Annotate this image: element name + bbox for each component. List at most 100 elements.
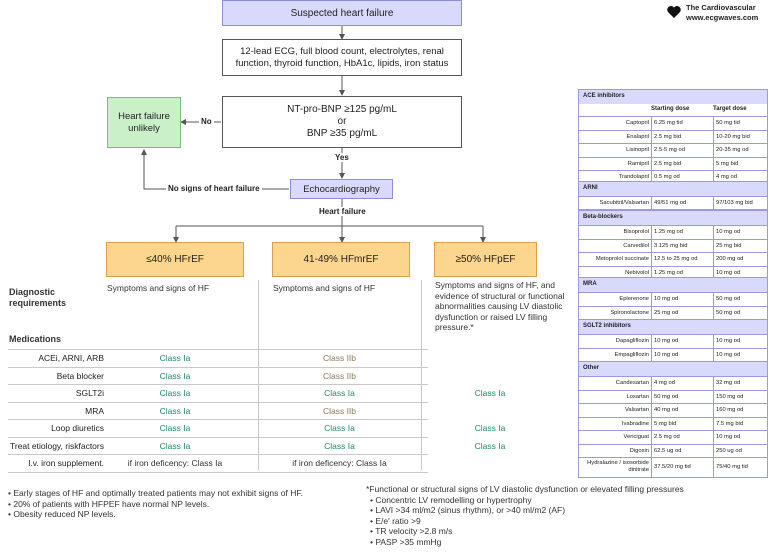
drug-group-title: SGLT2 inhibitors <box>579 320 767 334</box>
recommendation-hfmref: Class IIb <box>322 405 357 416</box>
footnote-item: LAVI >34 ml/m2 (sinus rhythm), or >40 ml… <box>370 505 766 516</box>
diagnostic-requirements-heading: Diagnostic requirements <box>9 287 67 308</box>
recommendation-hfmref: Class Ia <box>324 423 355 433</box>
hfpef-requirement: Symptoms and signs of HF, and evidence o… <box>435 280 565 332</box>
recommendation-hfref: if iron deficency: Class Ia <box>127 458 223 468</box>
drug-name: Digoxin <box>629 447 649 454</box>
hfmref-label: 41-49% HFmrEF <box>303 254 379 265</box>
recommendation-hfpef: Class Ia <box>474 388 506 398</box>
footnote-item: Concentric LV remodelling or hypertrophy <box>370 495 766 506</box>
suspected-hf-label: Suspected heart failure <box>290 7 394 19</box>
drug-name: Empagliflozin <box>614 351 649 358</box>
hfref-label: ≤40% HFrEF <box>146 254 204 265</box>
target-dose: 10 mg od <box>713 431 768 444</box>
drug-name: Lisinopril <box>626 147 649 153</box>
target-dose: 50 mg tid <box>713 117 768 130</box>
initial-tests-node: 12-lead ECG, full blood count, electroly… <box>222 39 462 76</box>
recommendation-hfref: Class Ia <box>159 405 191 416</box>
medication-row: SGLT2i Class Ia Class Ia Class Ia <box>8 384 505 402</box>
recommendation-hfref: Class Ia <box>159 388 191 398</box>
brand-name: The Cardiovascular <box>686 3 756 12</box>
recommendation-hfmref: if iron deficency: Class Ia <box>292 458 387 468</box>
footnote-item: TR velocity >2.8 m/s <box>370 526 766 537</box>
recommendation-hfmref: Class IIb <box>322 353 357 363</box>
starting-dose: 10 mg od <box>651 293 713 306</box>
hfmref-requirement: Symptoms and signs of HF <box>273 283 376 293</box>
hfref-requirement: Symptoms and signs of HF <box>107 283 210 293</box>
drug-group-title: Beta-blockers <box>579 211 767 225</box>
drug-group-title: MRA <box>579 278 767 292</box>
medication-name: ACEi, ARNI, ARB <box>38 353 104 363</box>
drug-group-title: ACE inhibitors <box>579 90 767 104</box>
target-dose: 10-20 mg bid <box>713 130 768 143</box>
drug-name: Valsartan <box>624 407 649 413</box>
starting-dose-header: Starting dose <box>651 106 690 112</box>
target-dose: 32 mg od <box>713 377 768 390</box>
starting-dose: 25 mg od <box>651 306 713 319</box>
starting-dose: 40 mg od <box>651 404 713 417</box>
medication-name: Treat etiology, riskfactors <box>9 440 104 451</box>
medication-name: Loop diuretics <box>51 423 104 433</box>
drug-name: Eplerenone <box>619 296 649 302</box>
starting-dose: 2.5-5 mg od <box>651 144 713 157</box>
starting-dose: 0.5 mg od <box>651 171 713 184</box>
edge-label-heart-failure: Heart failure <box>317 207 368 216</box>
recommendation-hfref: Class Ia <box>159 423 191 433</box>
footer-notes-right: *Functional or structural signs of LV di… <box>366 484 766 547</box>
starting-dose: 4 mg od <box>651 377 713 390</box>
echocardiography-label: Echocardiography <box>303 183 380 195</box>
target-dose: 160 mg od <box>713 404 768 417</box>
recommendation-hfpef <box>420 455 560 472</box>
recommendation-hfmref: Class Ia <box>324 388 355 398</box>
drug-name: Enalapril <box>626 133 649 140</box>
heart-icon <box>667 6 681 18</box>
recommendation-hfmref: Class IIb <box>322 370 357 381</box>
footer-notes-left: Early stages of HF and optimally treated… <box>8 488 363 520</box>
footnote-item: PASP >35 mmHg <box>370 537 766 548</box>
footer-note: Obesity reduced NP levels. <box>8 509 363 520</box>
recommendation-hfpef <box>420 403 560 420</box>
medication-name: MRA <box>85 405 104 416</box>
brand-url: www.ecgwaves.com <box>686 13 759 22</box>
echocardiography-node: Echocardiography <box>290 179 393 199</box>
hfpef-node: ≥50% HFpEF <box>434 242 537 277</box>
medication-row: MRA Class Ia Class IIb <box>8 401 428 420</box>
starting-dose: 3.125 mg bid <box>651 239 713 252</box>
target-dose: 10 mg od <box>713 335 768 348</box>
medication-name: SGLT2i <box>75 388 104 398</box>
drug-name: Metoprolol succinate <box>595 256 649 262</box>
recommendation-hfpef: Class Ia <box>474 423 506 433</box>
recommendation-hfref: Class Ia <box>159 370 191 381</box>
drug-name: Ivabradine <box>621 420 649 427</box>
initial-tests-label: 12-lead ECG, full blood count, electroly… <box>235 45 449 69</box>
medication-name: I.v. iron supplement. <box>28 458 104 468</box>
edge-label-yes: Yes <box>333 153 351 162</box>
target-dose: 10 mg od <box>713 348 768 361</box>
target-dose: 10 mg od <box>713 266 768 279</box>
recommendation-hfpef <box>420 368 560 385</box>
starting-dose: 2.5 mg bid <box>651 130 713 143</box>
brand-logo: The Cardiovascular www.ecgwaves.com <box>666 2 766 26</box>
target-dose: 10 mg od <box>713 226 768 239</box>
starting-dose: 37.5/20 mg tid <box>651 458 713 477</box>
hfpef-label: ≥50% HFpEF <box>455 254 516 265</box>
starting-dose: 10 mg od <box>651 335 713 348</box>
